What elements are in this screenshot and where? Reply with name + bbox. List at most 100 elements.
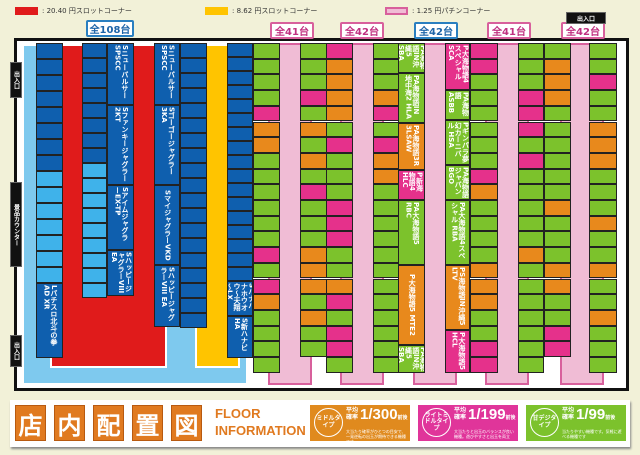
- machine-cell[interactable]: [544, 152, 571, 169]
- machine-cell[interactable]: [227, 225, 253, 239]
- machine-cell[interactable]: [180, 148, 207, 163]
- machine-group-label[interactable]: Pギンパラ夢幻カーニバル HSA: [445, 120, 470, 165]
- machine-cell[interactable]: [373, 105, 399, 122]
- machine-cell[interactable]: [544, 74, 571, 91]
- machine-cell[interactable]: [544, 215, 571, 232]
- machine-group-label[interactable]: PS海物語IN沖縄5 LTV: [445, 265, 470, 330]
- machine-cell[interactable]: [544, 278, 571, 295]
- machine-cell[interactable]: [326, 278, 353, 295]
- machine-cell[interactable]: [36, 187, 63, 203]
- machine-cell[interactable]: [326, 74, 353, 91]
- machine-cell[interactable]: [227, 211, 253, 225]
- machine-cell[interactable]: [589, 168, 617, 185]
- machine-cell[interactable]: [326, 357, 353, 373]
- machine-cell[interactable]: [82, 43, 107, 58]
- machine-cell[interactable]: [589, 58, 617, 75]
- machine-cell[interactable]: [253, 325, 280, 342]
- machine-cell[interactable]: [300, 168, 327, 185]
- machine-cell[interactable]: [373, 121, 399, 138]
- machine-cell[interactable]: [180, 118, 207, 133]
- machine-cell[interactable]: [470, 121, 498, 138]
- machine-cell[interactable]: [253, 309, 280, 326]
- machine-cell[interactable]: [300, 184, 327, 200]
- entrance-left-lower[interactable]: 出入口: [10, 335, 22, 367]
- machine-cell[interactable]: [518, 200, 544, 216]
- machine-cell[interactable]: [82, 103, 107, 118]
- machine-cell[interactable]: [589, 43, 617, 59]
- machine-cell[interactable]: [300, 309, 327, 326]
- machine-cell[interactable]: [180, 238, 207, 253]
- machine-cell[interactable]: [544, 105, 571, 122]
- machine-cell[interactable]: [300, 200, 327, 216]
- machine-cell[interactable]: [326, 294, 353, 310]
- machine-cell[interactable]: [180, 58, 207, 73]
- machine-cell[interactable]: [326, 90, 353, 106]
- machine-cell[interactable]: [253, 294, 280, 310]
- machine-cell[interactable]: [470, 294, 498, 310]
- machine-cell[interactable]: [470, 105, 498, 122]
- machine-cell[interactable]: [470, 43, 498, 59]
- machine-cell[interactable]: [300, 105, 327, 122]
- machine-cell[interactable]: [227, 127, 253, 141]
- machine-cell[interactable]: [36, 123, 63, 139]
- machine-cell[interactable]: [373, 231, 399, 248]
- machine-cell[interactable]: [544, 309, 571, 326]
- machine-cell[interactable]: [82, 223, 107, 238]
- machine-cell[interactable]: [227, 71, 253, 85]
- machine-group-label[interactable]: P大海物語4スペシャル SCA: [445, 43, 470, 90]
- machine-cell[interactable]: [589, 247, 617, 263]
- machine-cell[interactable]: [518, 74, 544, 91]
- machine-cell[interactable]: [470, 309, 498, 326]
- machine-cell[interactable]: [36, 75, 63, 91]
- machine-cell[interactable]: [227, 85, 253, 99]
- machine-cell[interactable]: [326, 43, 353, 59]
- machine-cell[interactable]: [227, 267, 253, 281]
- machine-cell[interactable]: [518, 341, 544, 357]
- machine-cell[interactable]: [589, 200, 617, 216]
- machine-group-label[interactable]: Sファンキージャグラー2KT: [107, 105, 134, 185]
- machine-cell[interactable]: [300, 294, 327, 310]
- machine-cell[interactable]: [82, 178, 107, 193]
- machine-cell[interactable]: [544, 121, 571, 138]
- machine-group-label[interactable]: PA大海物語4スペシャル RBA: [445, 200, 470, 265]
- machine-cell[interactable]: [544, 294, 571, 310]
- machine-cell[interactable]: [180, 193, 207, 208]
- machine-group-label[interactable]: PA海物語IN沖縄5 SBA: [398, 345, 425, 373]
- machine-group-label[interactable]: P大海物語5 MTE2: [398, 265, 425, 345]
- machine-group-label[interactable]: P新海物語4 HLC: [398, 170, 425, 200]
- machine-cell[interactable]: [373, 184, 399, 200]
- machine-group-label[interactable]: PA海物語IN沖縄5 SBA: [398, 43, 425, 73]
- machine-cell[interactable]: [518, 152, 544, 169]
- machine-cell[interactable]: [544, 262, 571, 279]
- machine-cell[interactable]: [518, 43, 544, 59]
- machine-cell[interactable]: [373, 90, 399, 106]
- machine-cell[interactable]: [326, 105, 353, 122]
- machine-cell[interactable]: [300, 262, 327, 279]
- machine-cell[interactable]: [589, 121, 617, 138]
- machine-cell[interactable]: [544, 325, 571, 342]
- machine-cell[interactable]: [544, 168, 571, 185]
- machine-cell[interactable]: [300, 137, 327, 153]
- machine-group-label[interactable]: PA海物語 ジャパンBGO: [445, 165, 470, 200]
- machine-cell[interactable]: [227, 183, 253, 197]
- prize-counter[interactable]: 景品カウンター: [10, 182, 22, 267]
- machine-cell[interactable]: [373, 152, 399, 169]
- machine-cell[interactable]: [180, 88, 207, 103]
- machine-cell[interactable]: [253, 262, 280, 279]
- machine-cell[interactable]: [180, 163, 207, 178]
- machine-cell[interactable]: [589, 309, 617, 326]
- machine-cell[interactable]: [36, 251, 63, 267]
- machine-cell[interactable]: [253, 231, 280, 248]
- machine-cell[interactable]: [326, 137, 353, 153]
- machine-cell[interactable]: [326, 168, 353, 185]
- machine-cell[interactable]: [253, 90, 280, 106]
- machine-cell[interactable]: [253, 58, 280, 75]
- machine-cell[interactable]: [470, 152, 498, 169]
- machine-cell[interactable]: [180, 253, 207, 268]
- machine-cell[interactable]: [589, 137, 617, 153]
- machine-cell[interactable]: [326, 215, 353, 232]
- machine-cell[interactable]: [518, 58, 544, 75]
- machine-cell[interactable]: [300, 152, 327, 169]
- machine-cell[interactable]: [180, 73, 207, 88]
- machine-cell[interactable]: [82, 118, 107, 133]
